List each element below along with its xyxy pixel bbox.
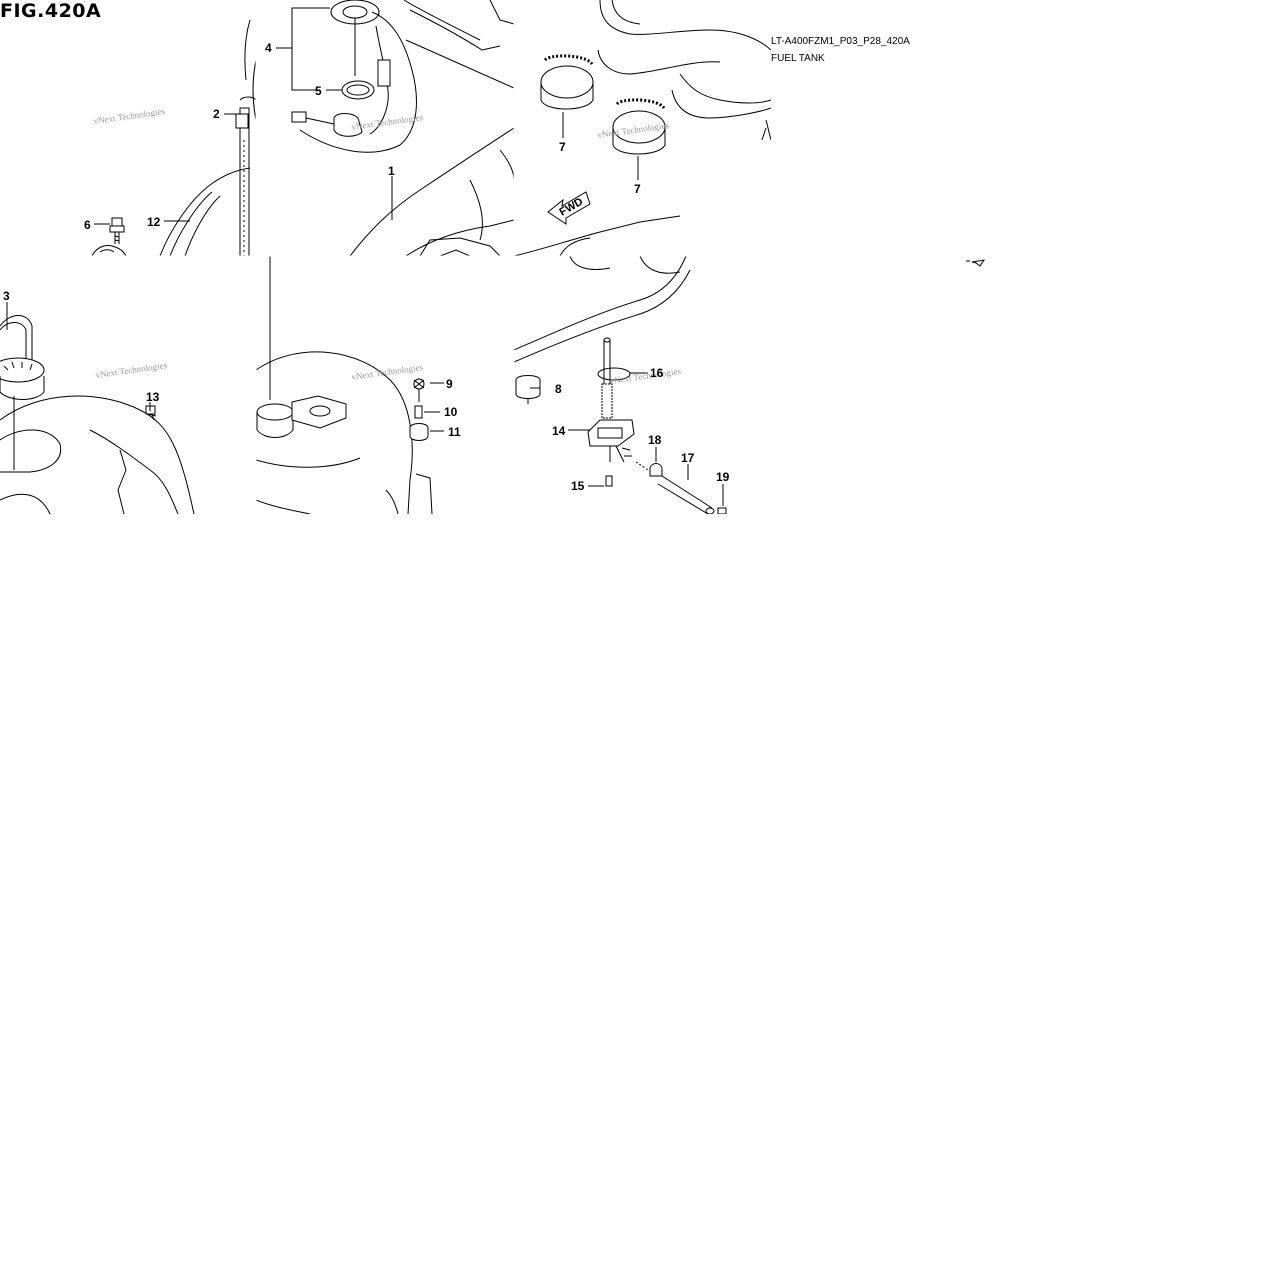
- panel-top-left: [91, 20, 256, 256]
- watermark-text: vNext Technologies: [93, 106, 166, 126]
- callout-1: 1: [388, 164, 395, 178]
- callout-10: 10: [444, 405, 458, 419]
- callout-11: 11: [448, 425, 461, 439]
- panel-top-middle: [291, 0, 514, 256]
- callout-15: 15: [571, 479, 585, 493]
- callout-2: 2: [213, 107, 220, 121]
- panel-seams: [0, 0, 771, 514]
- callout-18: 18: [648, 433, 662, 447]
- panel-bottom-middle: [256, 256, 433, 514]
- small-mark-icon: [966, 259, 986, 267]
- reference-code: LT-A400FZM1_P03_P28_420A: [771, 36, 910, 47]
- callout-8: 8: [555, 382, 562, 396]
- callout-16: 16: [650, 366, 664, 380]
- callout-7b: 7: [634, 182, 641, 196]
- watermark-text: vNext Technologies: [351, 112, 424, 132]
- callout-3: 3: [3, 289, 10, 303]
- callout-14: 14: [552, 424, 566, 438]
- callout-13: 13: [146, 390, 160, 404]
- callout-9: 9: [446, 377, 453, 391]
- watermark-text: vNext Technologies: [95, 360, 168, 380]
- leader-lines: [6, 7, 724, 506]
- callout-7a: 7: [559, 140, 566, 154]
- callout-5: 5: [315, 84, 322, 98]
- watermark-text: vNext Technologies: [609, 366, 682, 386]
- callout-4: 4: [265, 41, 272, 55]
- forward-direction-arrow: [547, 191, 591, 225]
- figure-title: FIG.420A: [0, 0, 102, 22]
- callout-labels: 1 2 3 4 5 6 7 7 8 9 10 11 12 13 14 15 16…: [3, 41, 730, 493]
- panel-bottom-left: [0, 315, 195, 514]
- watermark-text: vNext Technologies: [351, 362, 424, 382]
- panel-bottom-right: [514, 256, 727, 514]
- panel-top-right: [514, 0, 771, 256]
- callout-17: 17: [681, 451, 695, 465]
- callout-12: 12: [147, 215, 161, 229]
- watermarks: vNext Technologies vNext Technologies vN…: [93, 106, 682, 386]
- reference-name: FUEL TANK: [771, 53, 825, 64]
- callout-6: 6: [84, 218, 91, 232]
- callout-19: 19: [716, 470, 730, 484]
